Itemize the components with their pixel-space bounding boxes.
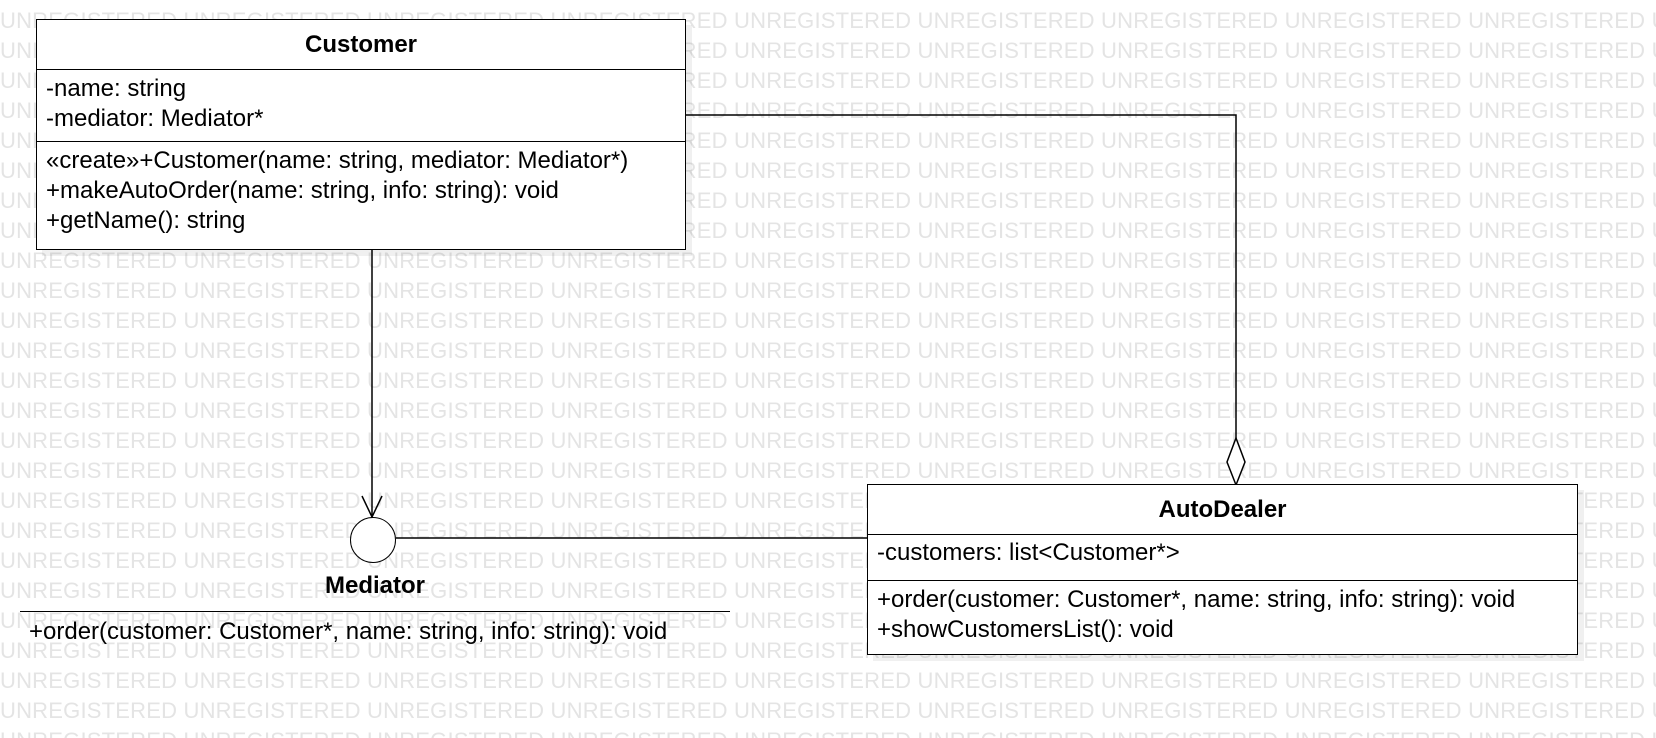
customer-operation: +makeAutoOrder(name: string, info: strin… <box>46 177 559 204</box>
autodealer-operation: +order(customer: Customer*, name: string… <box>877 586 1516 613</box>
aggregation-diamond <box>1226 435 1246 488</box>
customer-operations: «create»+Customer(name: string, mediator… <box>37 142 685 240</box>
autodealer-attribute: -customers: list<Customer*> <box>877 539 1180 566</box>
customer-attribute: -name: string <box>46 75 187 102</box>
mediator-divider <box>20 611 730 612</box>
autodealer-class-name: AutoDealer <box>868 485 1577 535</box>
customer-class-name: Customer <box>37 20 685 70</box>
mediator-interface-circle[interactable] <box>350 517 396 563</box>
customer-attribute: -mediator: Mediator* <box>46 105 264 132</box>
autodealer-class[interactable]: AutoDealer -customers: list<Customer*> +… <box>867 484 1578 655</box>
customer-operation: «create»+Customer(name: string, mediator… <box>46 147 629 174</box>
customer-class[interactable]: Customer -name: string -mediator: Mediat… <box>36 19 686 250</box>
mediator-interface-name: Mediator <box>324 572 425 599</box>
autodealer-operations: +order(customer: Customer*, name: string… <box>868 581 1577 649</box>
customer-to-autodealer-aggregation-line <box>686 114 1237 438</box>
mediator-operation: +order(customer: Customer*, name: string… <box>29 618 668 645</box>
customer-operation: +getName(): string <box>46 207 246 234</box>
autodealer-operation: +showCustomersList(): void <box>877 616 1174 643</box>
autodealer-attributes: -customers: list<Customer*> <box>868 535 1577 581</box>
customer-attributes: -name: string -mediator: Mediator* <box>37 70 685 142</box>
